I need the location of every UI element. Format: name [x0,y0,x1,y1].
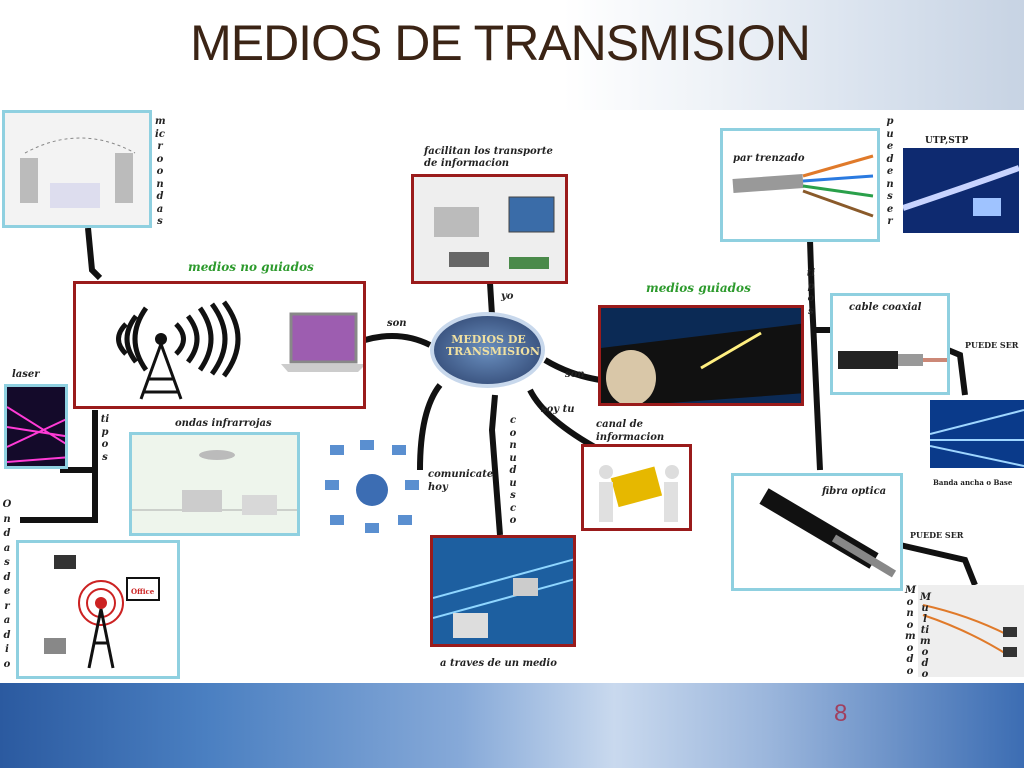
yo-label: yo [501,291,514,302]
fibra-optica-label: fibra optica [822,486,887,497]
background-bottom-decoration [0,683,1024,768]
par-trenzado-image: par trenzado [720,128,880,242]
puede-ser-1-label: PUEDE SER [965,340,1019,350]
comunicate-hoy-label: comunicate hoy [428,469,494,493]
medios-no-guiados-image [73,281,366,409]
medios-guiados-image [598,305,804,406]
a-traves-image [430,535,576,647]
laser-label: laser [12,369,40,380]
center-node-label: MEDIOS DE TRANSMISION [446,333,540,358]
center-node: MEDIOS DE TRANSMISION [430,312,545,388]
monomodo-label: Monomodo [905,585,917,677]
microondas-label: microondas [155,116,166,227]
banda-ancha-image [930,400,1024,468]
medios-no-guiados-label: medios no guiados [188,260,314,274]
soy-tu-label: soy tu [541,404,575,415]
mono-multimodo-image [918,585,1024,677]
ondas-infrarrojas-image [129,432,300,536]
ondas-infrarrojas-label: ondas infrarrojas [175,418,272,429]
laser-image [4,384,68,469]
multimodo-label: Mul timodo [920,592,932,680]
son-left-label: son [387,318,407,329]
facilitan-label: facilitan los transporte de informacion [424,146,553,169]
cable-coaxial-label: cable coaxial [849,302,922,313]
banda-ancha-label: Banda ancha o Base [933,478,1013,487]
tipos-right-label: tipos [806,268,816,317]
puede-ser-2-label: PUEDE SER [910,530,964,540]
medios-guiados-label: medios guiados [646,281,751,295]
slide-title: MEDIOS DE TRANSMISION [190,15,811,71]
microondas-image [2,110,152,228]
cable-coaxial-image: cable coaxial [830,293,950,395]
canal-label: canal de informacion [596,419,665,443]
ondas-de-radio-label: Ondasderadio [2,499,12,670]
son-right-label: son [565,369,585,380]
pueden-ser-label: puedenser [886,116,894,227]
ondas-de-radio-image: Office [16,540,180,679]
par-trenzado-label: par trenzado [733,153,805,164]
facilitan-image [411,174,568,284]
a-traves-label: a traves de un medio [440,658,557,669]
fibra-optica-image: fibra optica [731,473,903,591]
canal-image [581,444,692,531]
utp-stp-label: UTP,STP [925,136,969,146]
page-number: 8 [834,700,848,727]
office-label: Office [131,587,155,596]
conudusco-label: conudusco [509,415,517,526]
tipos-left-label: tipos [100,414,110,463]
network-icons-image [320,435,425,540]
background-top-decoration [0,0,1024,110]
utp-stp-image [903,148,1019,233]
